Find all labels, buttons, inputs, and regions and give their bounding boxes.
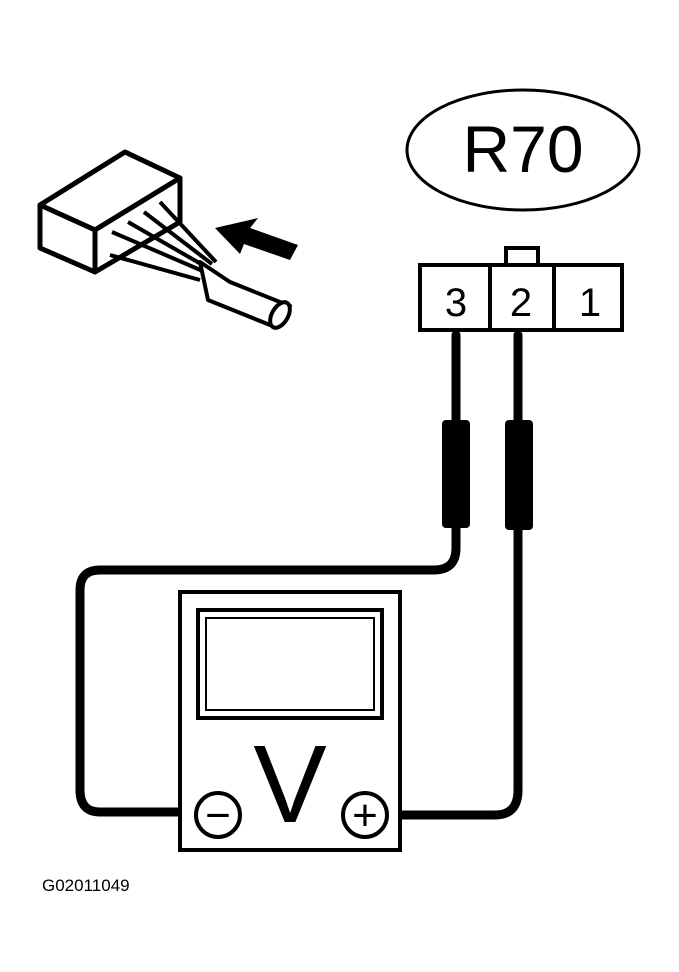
positive-terminal-symbol: + — [352, 791, 378, 840]
connector-label-ellipse — [405, 88, 641, 212]
negative-terminal-icon — [194, 791, 242, 839]
negative-probe-grip — [442, 420, 470, 528]
negative-terminal-symbol: − — [205, 791, 231, 840]
positive-probe-grip — [505, 420, 533, 530]
voltmeter-unit-symbol: V — [253, 723, 326, 846]
connector-r70 — [418, 246, 624, 332]
pin-3-label: 3 — [445, 281, 467, 325]
negative-probe-lead — [75, 330, 461, 817]
connector-label: R70 — [462, 112, 583, 186]
harness-connector-illustration — [37, 149, 292, 330]
positive-probe-lead — [397, 330, 523, 820]
insertion-arrow-icon — [215, 218, 298, 260]
pin-3-cell — [418, 263, 492, 332]
voltmeter-display — [196, 608, 384, 720]
pin-1-label: 1 — [579, 281, 601, 325]
pin-2-cell — [488, 263, 556, 332]
voltmeter: V − + — [178, 590, 402, 852]
pin-2-label: 2 — [510, 281, 532, 325]
positive-terminal-icon — [341, 791, 389, 839]
figure-id: G02011049 — [42, 876, 130, 895]
pin-1-cell — [552, 263, 624, 332]
